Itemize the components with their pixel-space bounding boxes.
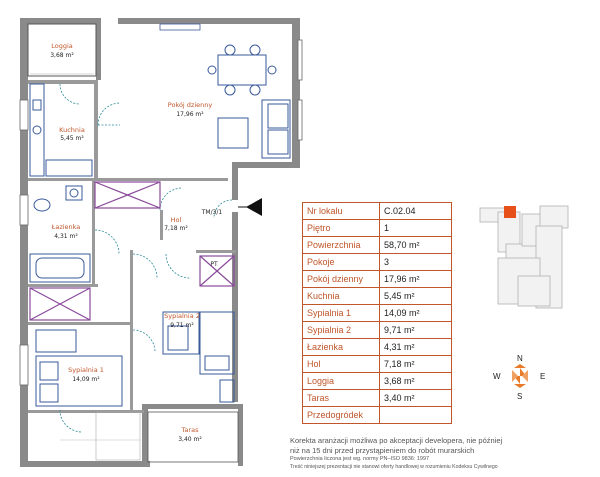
bathroom-label: Łazienka [51,223,81,231]
key-plan [479,205,569,309]
info-label: Taras [302,389,380,407]
info-label: Pokój dzienny [302,270,380,288]
info-label: Piętro [302,219,380,237]
hall-closets [29,181,235,321]
info-value: 1 [379,219,452,237]
info-value: 5,45 m² [379,287,452,305]
note-line-3: Powierzchnia liczona jest wg. normy PN–I… [290,456,430,462]
inner-walls [28,80,236,413]
info-label: Łazienka [302,338,380,356]
info-value: 3,68 m² [379,372,452,390]
pt-label: PT [210,261,218,268]
info-label: Sypialnia 1 [302,304,380,322]
info-value: 3 [379,253,452,271]
windows [19,39,303,386]
terrace-area [147,411,239,463]
info-value: 14,09 m² [379,304,452,322]
note-line-1: Korekta aranżacji możliwa po akceptacji … [290,436,503,445]
bathroom-fixtures [29,185,91,283]
note-line-4: Treść niniejszej prezentacji nie stanowi… [290,464,498,470]
bathroom-area-label: 4,31 m² [54,233,78,240]
info-label: Powierzchnia [302,236,380,254]
kitchen-label: Kuchnia [59,126,85,134]
info-row: Przedogródek [302,406,452,424]
info-label: Kuchnia [302,287,380,305]
info-value: 4,31 m² [379,338,452,356]
note-line-2: niż na 15 dni przed przystąpieniem do ro… [290,446,475,455]
bedroom2-label: Sypialnia 2 [164,312,200,320]
loggia-label: Loggia [51,42,73,50]
coffee-table [217,117,249,149]
hall-label: Hol [171,216,182,224]
sofa [261,99,291,159]
compass-icon [512,364,528,388]
info-value: 3,40 m² [379,389,452,407]
info-label: Sypialnia 2 [302,321,380,339]
info-value: 9,71 m² [379,321,452,339]
info-value: 17,96 m² [379,270,452,288]
door-swings [59,83,191,433]
outer-walls [20,18,300,467]
info-value: 7,18 m² [379,355,452,373]
info-label: Loggia [302,372,380,390]
tv-unit [159,23,201,31]
info-label: Pokoje [302,253,380,271]
compass-north-label: N [517,354,523,363]
info-value: C.02.04 [379,202,452,220]
kitchen-area-label: 5,45 m² [60,135,84,142]
info-value: 58,70 m² [379,236,452,254]
bedroom1-label: Sypialnia 1 [68,366,104,374]
hall-area-label: 7,18 m² [164,225,188,232]
info-value [379,406,452,424]
bedroom1-area-label: 14,09 m² [72,376,100,383]
info-label: Nr lokalu [302,202,380,220]
compass-east-label: E [540,372,546,381]
loggia-area [27,23,97,77]
loggia-area-label: 3,68 m² [50,52,74,59]
terrace-label: Taras [181,426,200,434]
bedroom1-furniture [35,329,123,407]
info-label: Przedogródek [302,406,380,424]
key-plan-highlight [504,206,516,218]
living-area-label: 17,96 m² [176,111,204,118]
info-label: Hol [302,355,380,373]
bedroom2-furniture [162,311,235,403]
dining-set [207,44,277,96]
entrance-code-label: TM/3/1 [201,209,223,216]
kitchen-counters [29,83,93,177]
compass-south-label: S [517,392,523,401]
living-label: Pokój dzienny [168,101,213,109]
bedroom2-area-label: 9,71 m² [170,322,194,329]
compass-west-label: W [493,372,501,381]
terrace-area-label: 3,40 m² [178,436,202,443]
